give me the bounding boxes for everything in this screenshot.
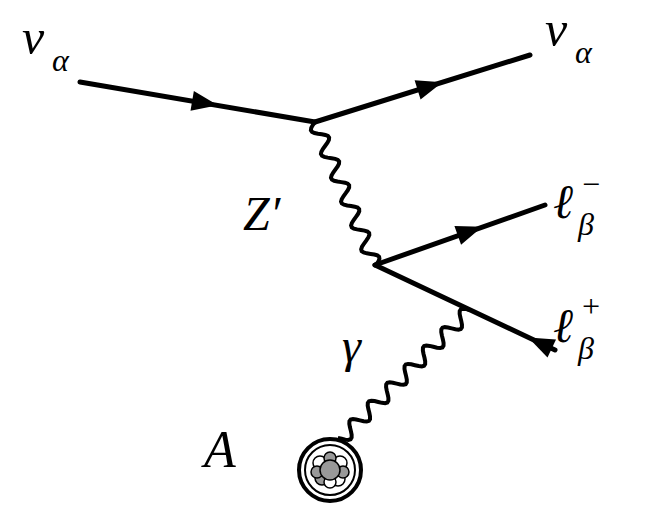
- fermion-arrowhead: [191, 91, 218, 111]
- subscript: α: [575, 36, 592, 68]
- particle-symbol: γ: [342, 322, 361, 370]
- fermion-arrowhead: [415, 80, 443, 99]
- particle-symbol: ℓ: [553, 302, 573, 350]
- particle-symbol: ℓ: [553, 178, 573, 226]
- nucleus-icon: [290, 430, 370, 504]
- particle-symbol: ν: [545, 4, 567, 54]
- particle-symbol: ν: [22, 12, 44, 62]
- lepton-minus-line: [375, 205, 545, 265]
- superscript: +: [580, 290, 602, 322]
- superscript: −: [580, 168, 602, 200]
- z-prime-propagator: [311, 122, 380, 264]
- nucleus: A: [290, 430, 370, 504]
- outgoing-neutrino-line: [315, 55, 530, 122]
- fermion-arrowhead: [454, 226, 482, 245]
- subscript: α: [52, 44, 69, 76]
- fermion-arrowhead: [528, 337, 556, 357]
- subscript: β: [578, 208, 594, 240]
- photon-propagator: [338, 309, 470, 440]
- incoming-neutrino-line: [80, 82, 315, 122]
- particle-symbol: Z′: [243, 190, 280, 238]
- subscript: β: [578, 332, 594, 364]
- nucleus-label: A: [204, 424, 236, 476]
